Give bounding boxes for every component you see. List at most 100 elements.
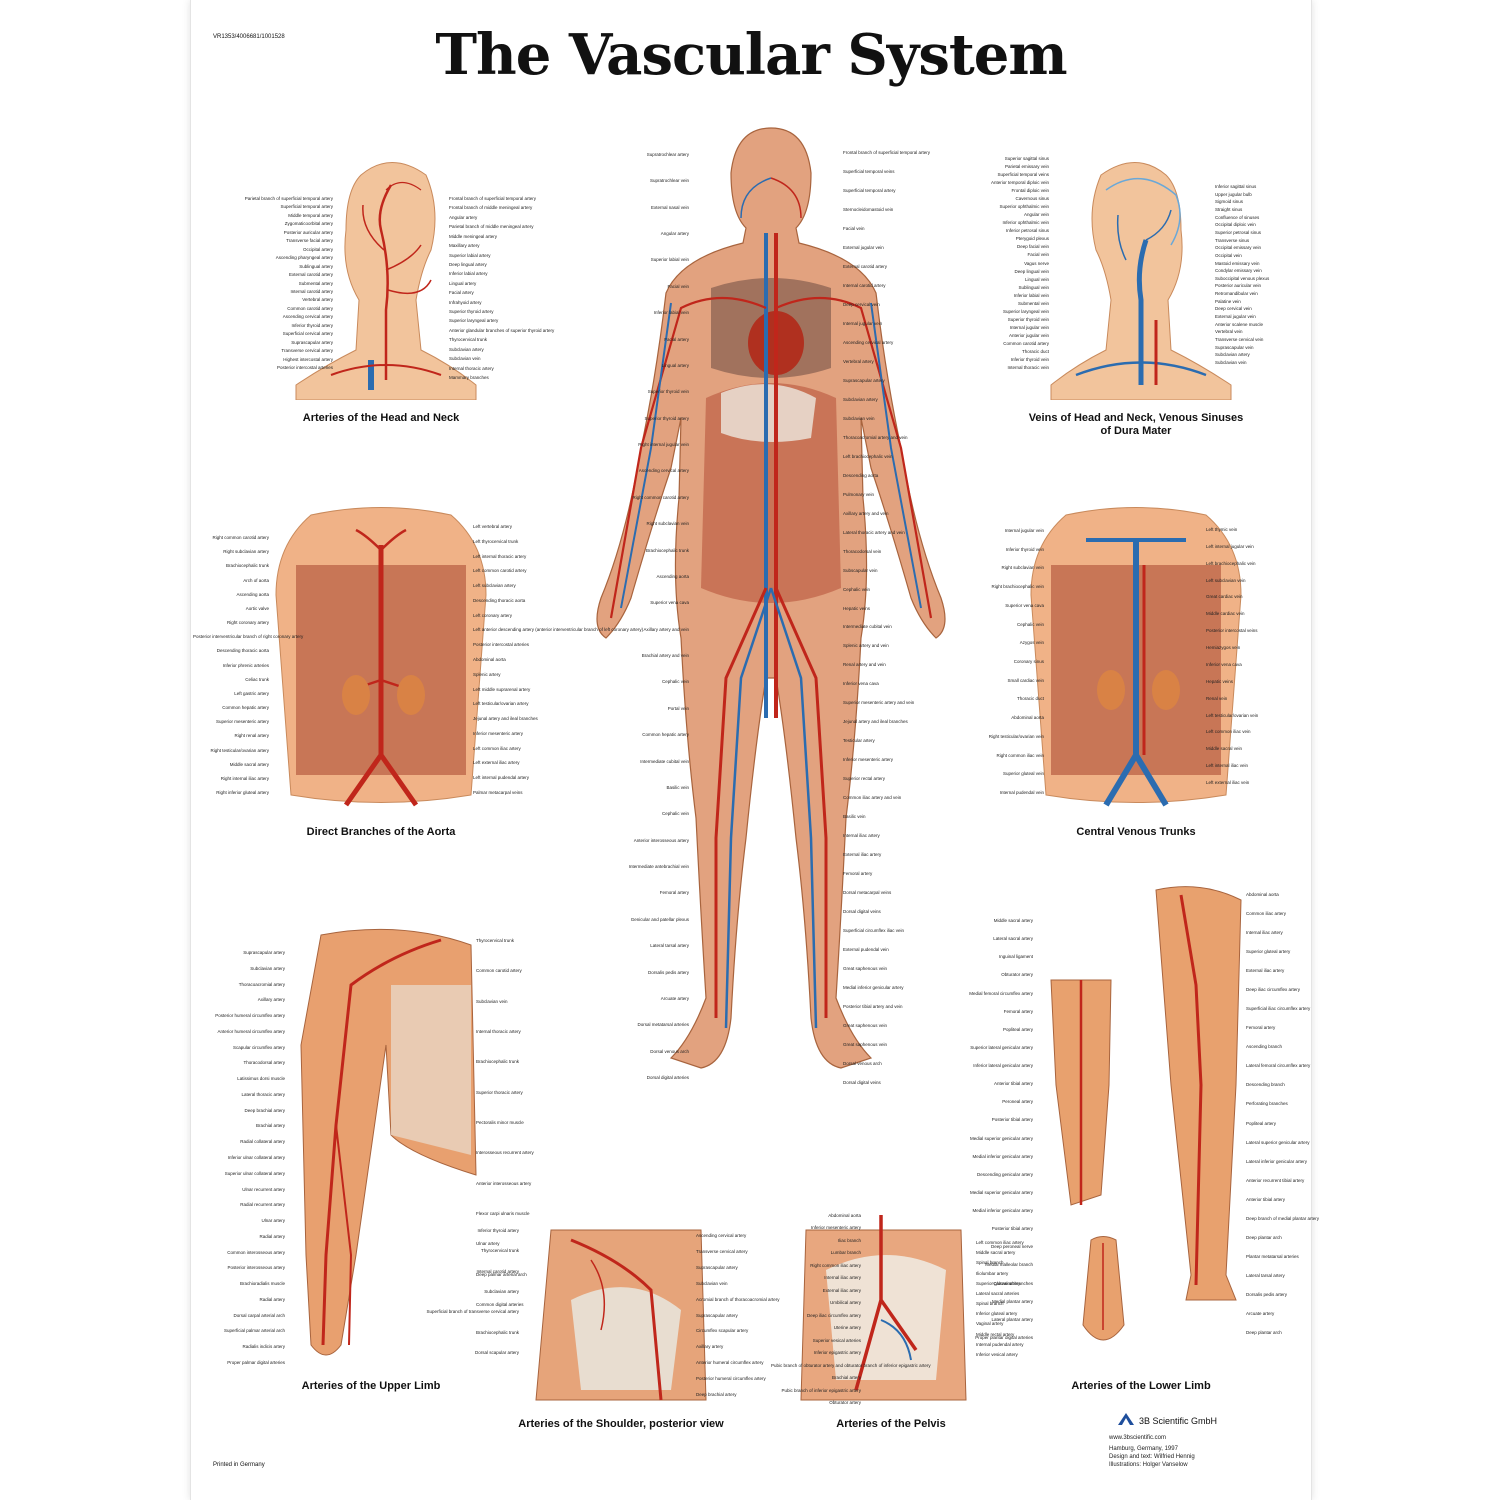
aorta-right-label: Left vertebral artery (473, 524, 513, 529)
head-neck-arteries-left-label: Transverse cervical artery (281, 348, 333, 354)
venous-right-label: Left external iliac vein (1206, 780, 1250, 785)
aorta-left-label: Ascending aorta (236, 591, 269, 597)
venous-right-label: Left internal jugular vein (1206, 543, 1254, 549)
head-neck-veins-left-label: Inferior labial vein (1013, 292, 1049, 298)
upper-limb-left-label: Axillary artery (257, 997, 285, 1003)
lower-limb-left-label: Lateral plantar artery (991, 1316, 1033, 1322)
head-neck-arteries-right-label: Maxillary artery (449, 243, 480, 249)
body-left-label: Anterior interosseous artery (633, 837, 689, 843)
body-right-label: Superior mesenteric artery and vein (843, 700, 915, 706)
head-neck-arteries-right-label: Superior labial artery (449, 252, 491, 258)
head-neck-arteries-left-label: Middle temporal artery (288, 212, 333, 218)
pelvis-left-label: Pubic branch of inferior epigastric arte… (781, 1387, 861, 1393)
head-neck-arteries-left-label: Transverse facial artery (286, 238, 333, 244)
upper-limb-left-label: Suprascapular artery (243, 950, 285, 955)
venous-right-label: Left brachiocephalic vein (1206, 560, 1256, 566)
venous-left-label: Internal pudendal vein (999, 790, 1044, 795)
head-neck-veins-right-label: Subclavian artery (1215, 352, 1250, 358)
head-neck-veins-left-label: Common carotid artery (1003, 340, 1049, 346)
aorta-right-label: Left internal pudendal artery (473, 775, 530, 781)
head-neck-arteries-right-label: Angular artery (449, 214, 478, 220)
lower-limb-left-label: Lateral sacral artery (993, 936, 1033, 942)
head-neck-arteries-left-label: Superficial cervical artery (282, 331, 333, 337)
lower-limb-right-label: Anterior recurrent tibial artery (1246, 1177, 1305, 1183)
head-neck-veins-right-label: Deep cervical vein (1215, 306, 1252, 312)
head-neck-veins-right-label: Posterior auricular vein (1215, 283, 1262, 289)
shoulder-right-label: Anterior humeral circumflex artery (696, 1360, 764, 1366)
lower-limb-right-label: Lateral superior genicular artery (1246, 1139, 1310, 1145)
lower-limb-right-label: Common iliac artery (1246, 911, 1287, 917)
body-left-label: Superior thyroid vein (647, 389, 689, 395)
aorta-left-label: Right internal iliac artery (220, 775, 269, 781)
head-neck-arteries-left-label: Internal carotid artery (290, 288, 333, 294)
head-neck-veins-left-label: Superior ophthalmic vein (999, 204, 1049, 210)
head-neck-arteries-left-label: Suprascapular artery (291, 339, 333, 345)
body-right-label: External carotid artery (843, 263, 888, 269)
venous-right-label: Great cardiac vein (1206, 594, 1243, 600)
lower-limb-right-label: Deep branch of medial plantar artery (1246, 1215, 1320, 1221)
head-neck-arteries-left-label: Posterior intercostal arteries (276, 365, 333, 370)
lower-limb-right-label: Arcuate artery (1246, 1310, 1275, 1316)
lower-limb-left-label: Proper plantar digital arteries (975, 1335, 1033, 1340)
body-left-label: Right common carotid artery (632, 494, 689, 500)
upper-limb-left-label: Common interosseous artery (227, 1249, 285, 1255)
shoulder-left-label: Thyrocervical trunk (480, 1248, 519, 1254)
venous-right-label: Hemiazygos vein (1206, 645, 1241, 651)
venous-left-label: Coronary sinus (1013, 659, 1044, 664)
body-right-label: Jejunal artery and ileal branches (843, 719, 908, 725)
venous-left-label: Inferior thyroid vein (1005, 546, 1044, 552)
pelvis-arteries-illustration (800, 1215, 967, 1401)
head-neck-veins-left-label: Lingual vein (1024, 276, 1049, 282)
aorta-left-label: Brachiocephalic trunk (225, 563, 269, 569)
lower-limb-right-label: Lateral femoral circumflex artery (1246, 1063, 1311, 1069)
body-right-label: Internal jugular vein (843, 320, 883, 326)
head-neck-veins-left-label: Superior thyroid vein (1007, 316, 1049, 322)
upper-limb-left-label: Ulnar artery (261, 1218, 285, 1224)
head-neck-arteries-right-label: Mammary branches (449, 375, 489, 380)
lower-limb-left-label: Anterior tibial artery (993, 1081, 1033, 1087)
head-neck-veins-left-label: Facial vein (1027, 252, 1049, 258)
head-neck-veins-left-label: Inferior petrosal sinus (1005, 228, 1049, 234)
venous-left-label: Internal jugular vein (1004, 528, 1044, 533)
head-neck-arteries-left-label: Ascending pharyngeal artery (275, 255, 333, 261)
head-neck-arteries-left-label: Vertebral artery (302, 297, 333, 303)
body-right-label: Pulmonary vein (843, 491, 875, 497)
lower-limb-left-label: Posterior tibial artery (991, 1117, 1033, 1123)
head-neck-veins-left-label: Thoracic duct (1021, 348, 1049, 354)
full-body-vascular-illustration (596, 127, 946, 1069)
head-neck-arteries-right-label: Middle meningeal artery (449, 233, 498, 239)
body-right-label: Superficial circumflex iliac vein (843, 928, 905, 934)
head-neck-veins-left-label: Frontal diploic vein (1011, 188, 1049, 194)
body-right-label: Subclavian vein (843, 415, 875, 421)
upper-limb-left-label: Latissimus dorsi muscle (237, 1076, 285, 1082)
aorta-right-label: Left subclavian artery (473, 583, 516, 589)
body-right-label: Femoral artery (843, 871, 873, 877)
aorta-left-label: Left gastric artery (234, 690, 269, 696)
body-left-label: Right subclavian vein (646, 521, 689, 527)
upper-limb-left-label: Scapular circumflex artery (232, 1044, 285, 1050)
head-neck-veins-left-label: Anterior temporal diploic vein (990, 180, 1049, 186)
body-right-label: Hepatic veins (843, 605, 871, 611)
head-neck-arteries-right-label: Superior thyroid artery (449, 309, 494, 315)
upper-limb-left-label: Dorsal carpal arterial arch (233, 1312, 285, 1318)
publisher-logo-icon (1118, 1413, 1134, 1425)
pelvis-right-label: Left common iliac artery (976, 1240, 1024, 1245)
body-right-label: Facial vein (843, 225, 865, 231)
upper-limb-left-label: Radialis indicis artery (242, 1344, 285, 1350)
body-right-label: Basilic vein (843, 814, 866, 820)
upper-limb-right-label: Subclavian vein (476, 998, 508, 1004)
lower-limb-left-label: Obturator artery (1001, 972, 1033, 978)
body-right-label: Vertebral artery (843, 358, 874, 364)
illustration-credit: Illustrations: Holger Vanselow (1109, 1462, 1188, 1468)
aorta-right-label: Splenic artery (473, 671, 501, 677)
head-neck-arteries-right-label: Deep lingual artery (449, 261, 487, 267)
body-right-label: Thoracoacromial artery and vein (843, 434, 908, 440)
venous-left-label: Small cardiac vein (1007, 677, 1044, 683)
aorta-left-label: Middle sacral artery (229, 761, 269, 767)
foot-plantar-illustration (1082, 1236, 1125, 1341)
upper-limb-left-label: Posterior interosseous artery (227, 1265, 285, 1271)
venous-left-label: Superior gluteal vein (1002, 771, 1044, 777)
upper-limb-left-label: Inferior ulnar collateral artery (227, 1155, 285, 1160)
upper-limb-right-label: Deep palmar arterial arch (476, 1271, 527, 1277)
head-neck-arteries-left-label: Common carotid artery (287, 305, 333, 311)
